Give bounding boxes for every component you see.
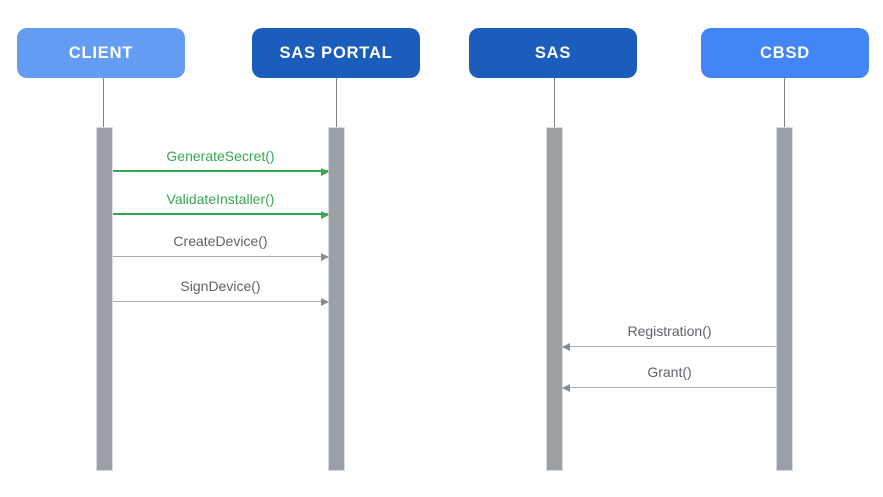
actor-box-client: CLIENT [17,28,185,78]
activation-bar-sas-portal [328,127,345,471]
arrow-line [562,383,776,392]
actor-label-sas-portal: SAS PORTAL [279,43,393,62]
arrow-line [113,167,329,176]
message-label: Grant() [647,364,692,380]
activation-bar-client [96,127,113,471]
arrow-line [562,342,776,351]
actor-box-cbsd: CBSD [701,28,869,78]
message-label: ValidateInstaller() [166,191,275,207]
actor-label-cbsd: CBSD [760,43,810,62]
message-sign-device: SignDevice() [113,274,329,306]
lifeline-cbsd [784,78,785,128]
arrowhead-right-icon [321,210,329,219]
actor-box-sas: SAS [469,28,637,78]
lifeline-sas-portal [336,78,337,128]
message-create-device: CreateDevice() [113,229,329,261]
message-generate-secret: GenerateSecret() [113,144,329,176]
message-label: CreateDevice() [173,233,268,249]
message-label: GenerateSecret() [166,148,275,164]
arrowhead-right-icon [321,167,329,176]
actor-box-sas-portal: SAS PORTAL [252,28,420,78]
message-registration: Registration() [562,319,776,351]
lifeline-client [103,78,104,128]
actor-label-client: CLIENT [68,43,134,62]
arrowhead-left-icon [562,342,570,351]
message-label: SignDevice() [180,278,261,294]
message-label: Registration() [627,323,712,339]
activation-bar-cbsd [776,127,793,471]
lifeline-sas [554,78,555,128]
activation-bar-sas [546,127,563,471]
arrow-line [113,210,329,219]
arrow-line [113,297,329,306]
arrowhead-right-icon [321,297,329,306]
message-validate-installer: ValidateInstaller() [113,187,329,219]
message-grant: Grant() [562,360,776,392]
arrowhead-left-icon [562,383,570,392]
actor-label-sas: SAS [534,43,572,62]
arrow-line [113,252,329,261]
arrowhead-right-icon [321,252,329,261]
